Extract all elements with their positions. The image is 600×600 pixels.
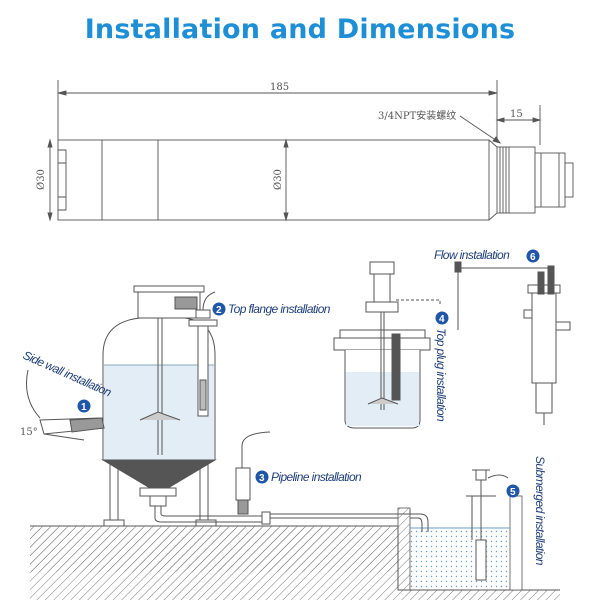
badge-3-number: 3 — [259, 473, 265, 484]
ground-section — [30, 495, 560, 600]
pipeline-sensor — [235, 431, 429, 532]
badge-2-number: 2 — [216, 305, 222, 316]
page-title: Installation and Dimensions — [84, 14, 516, 45]
top-plug-installation — [333, 261, 441, 429]
badge-4-number: 4 — [439, 314, 445, 325]
side-wall-sensor — [26, 369, 105, 441]
diameter-left-dimension: Ø30 — [36, 169, 47, 190]
length-dimension: 185 — [270, 82, 289, 93]
flow-installation-label: Flow installation — [434, 248, 510, 262]
top-plug-installation-label: Top plug installation — [434, 328, 448, 422]
top-flange-sensor — [188, 291, 218, 417]
side-wall-angle-label: 15° — [20, 427, 38, 438]
diameter-mid-dimension: Ø30 — [273, 169, 284, 190]
submerged-installation-label: Submerged installation — [533, 456, 547, 566]
submerged-sensor — [466, 469, 509, 581]
badge-6-number: 6 — [530, 252, 536, 263]
thread-length-dimension: 15 — [510, 109, 523, 120]
sensor-dimension-drawing — [47, 80, 574, 222]
thread-spec-label: 3/4NPT安装螺纹 — [378, 109, 456, 122]
pipeline-installation-label: Pipeline installation — [271, 470, 362, 484]
side-wall-installation-label: Side wall installation — [21, 348, 114, 400]
trench-water — [410, 528, 510, 590]
badge-3: 3 — [255, 470, 269, 484]
badge-1-number: 1 — [81, 402, 87, 413]
badge-6: 6 — [526, 249, 540, 263]
badge-4: 4 — [435, 311, 449, 325]
flow-installation — [454, 261, 571, 425]
tank — [101, 285, 250, 527]
badge-5-number: 5 — [510, 487, 516, 498]
badge-5: 5 — [506, 484, 520, 498]
badge-1: 1 — [77, 399, 91, 413]
badge-2: 2 — [212, 302, 226, 316]
top-flange-installation-label: Top flange installation — [228, 302, 331, 316]
